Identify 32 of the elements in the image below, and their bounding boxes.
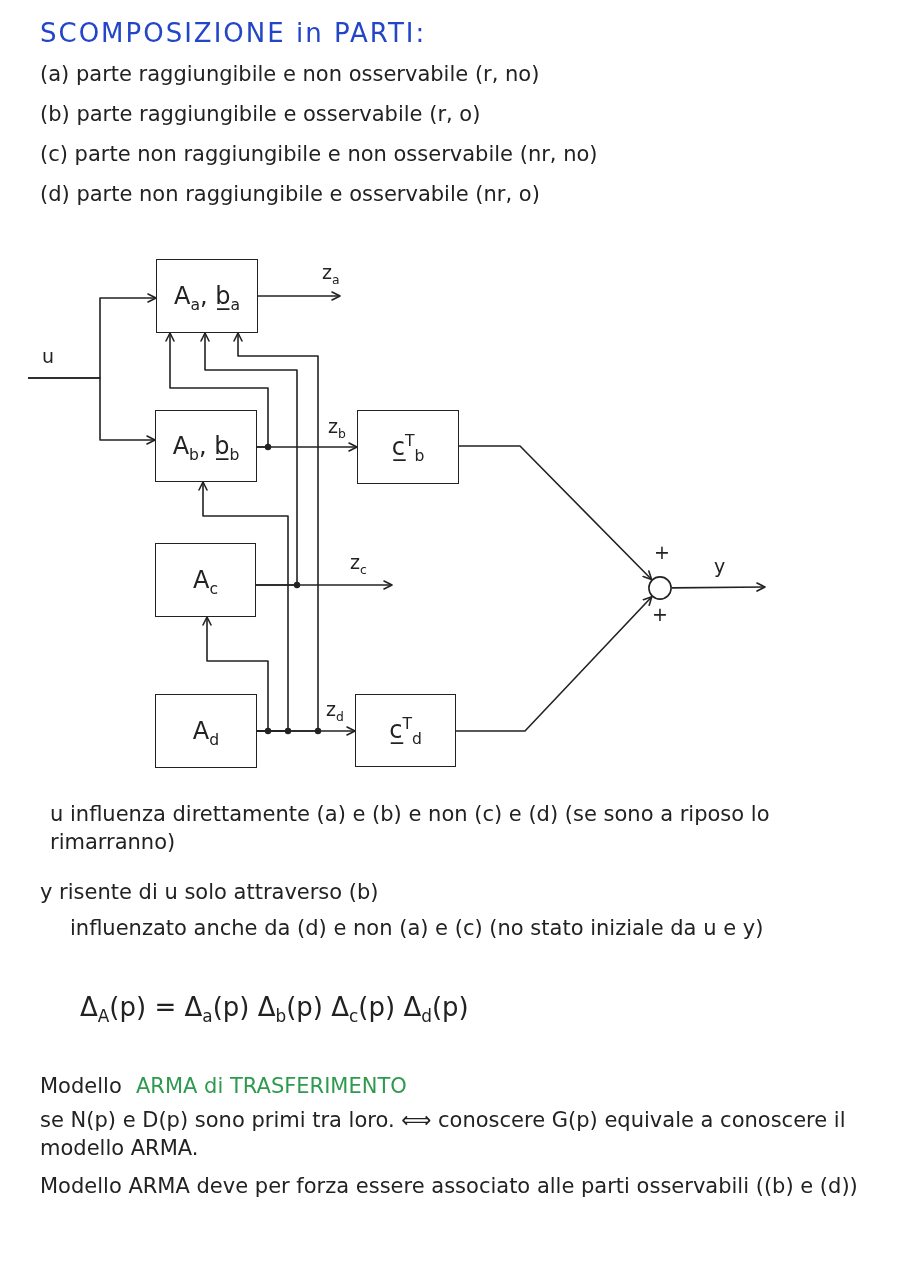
arrow <box>257 291 341 301</box>
arrow <box>671 582 766 592</box>
note-text: influenzato anche da (d) e non (a) e (c) (no stato iniziale da u e y) <box>70 915 764 942</box>
note-text: u influenza direttamente (a) e (b) e non (c) e (d) (se sono a riposo lo rimarranno) <box>50 801 771 857</box>
note-text: y risente di u solo attraverso (b) <box>40 879 379 906</box>
formula: Δ$_{A}$(p) = Δ$_{a}$(p) Δ$_{b}$(p) Δ$_{c}$(p) Δ$_{d}$(p) <box>80 991 469 1026</box>
list-item: (a) parte raggiungibile e non osservabile (r, no) <box>40 61 540 88</box>
heading: SCOMPOSIZIONE in PARTI: <box>40 17 427 50</box>
arrow <box>256 726 356 736</box>
system-block <box>155 543 256 617</box>
system-block <box>155 694 257 768</box>
system-block <box>357 410 459 484</box>
arrow <box>458 445 653 581</box>
arrow <box>455 595 653 732</box>
system-block <box>156 259 258 333</box>
arrow <box>165 332 269 448</box>
note-text: Modello <box>40 1073 122 1100</box>
list-item: (b) parte raggiungibile e osservabile (r, o) <box>40 101 481 128</box>
arrow <box>27 377 156 445</box>
note-text: se N(p) e D(p) sono primi tra loro. ⟺ conoscere G(p) equivale a conoscere il modello ARMA. <box>40 1107 847 1163</box>
block-label: A$_{b}$, b̲$_{b}$ <box>172 431 240 461</box>
summing-junction <box>648 576 672 600</box>
highlighted-term: ARMA di TRASFERIMENTO <box>136 1073 407 1100</box>
block-label: A$_{a}$, b̲$_{a}$ <box>173 281 240 311</box>
list-item: (c) parte non raggiungibile e non osservabile (nr, no) <box>40 141 598 168</box>
block-label: A$_{d}$ <box>192 716 220 746</box>
note-text: Modello ARMA deve per forza essere associato alle parti osservabili ((b) e (d)) <box>40 1173 858 1200</box>
system-block <box>155 410 257 482</box>
block-label: A$_{c}$ <box>193 565 218 595</box>
list-item: (d) parte non raggiungibile e osservabile (nr, o) <box>40 181 540 208</box>
arrow <box>255 580 393 590</box>
system-block <box>355 694 456 767</box>
